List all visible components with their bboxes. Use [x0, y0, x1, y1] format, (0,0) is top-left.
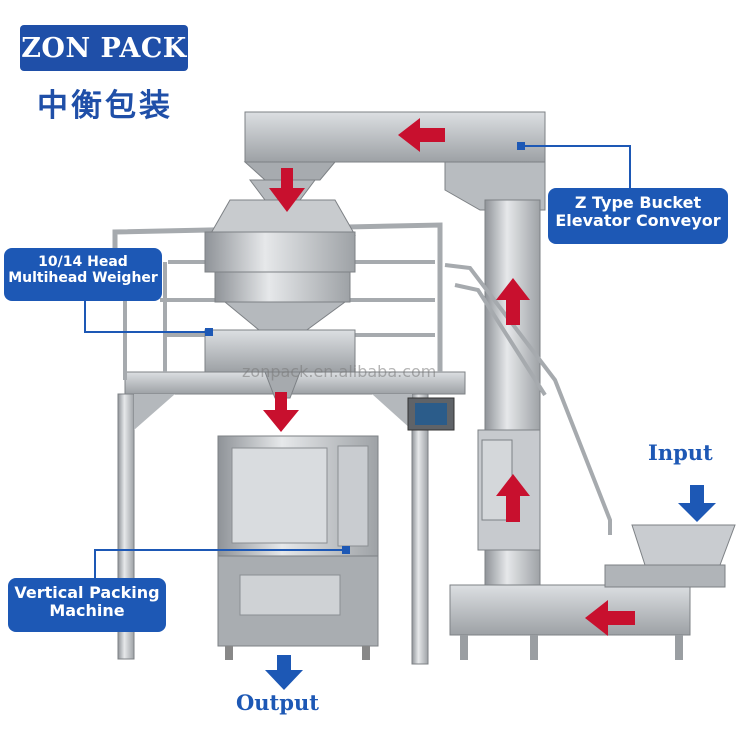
- input-label: Input: [648, 440, 713, 465]
- packing-machine-label: Vertical Packing Machine: [8, 578, 166, 632]
- weigher-label-line1: 10/14 Head: [38, 254, 128, 270]
- elevator-conveyor: [243, 111, 736, 660]
- multihead-weigher: [204, 179, 356, 399]
- output-label: Output: [236, 690, 319, 715]
- weigher-label: 10/14 Head Multihead Weigher: [4, 248, 162, 301]
- elevator-label: Z Type Bucket Elevator Conveyor: [548, 188, 728, 244]
- weigher-label-line2: Multihead Weigher: [8, 270, 158, 287]
- elevator-label-line2: Elevator Conveyor: [555, 211, 721, 231]
- callout-lines: [84, 145, 631, 580]
- flow-arrows: [263, 118, 635, 636]
- brand-logo: ZON PACK: [20, 25, 188, 71]
- packing-machine-label-line1: Vertical Packing: [14, 583, 160, 602]
- watermark-text: zonpack.en.alibaba.com: [242, 362, 437, 381]
- vertical-packing-machine: [217, 435, 379, 660]
- io-arrows: [265, 485, 716, 690]
- packing-machine-label-line2: Machine: [49, 601, 125, 621]
- elevator-label-line1: Z Type Bucket: [574, 193, 702, 212]
- brand-chinese-name: 中衡包装: [37, 88, 173, 124]
